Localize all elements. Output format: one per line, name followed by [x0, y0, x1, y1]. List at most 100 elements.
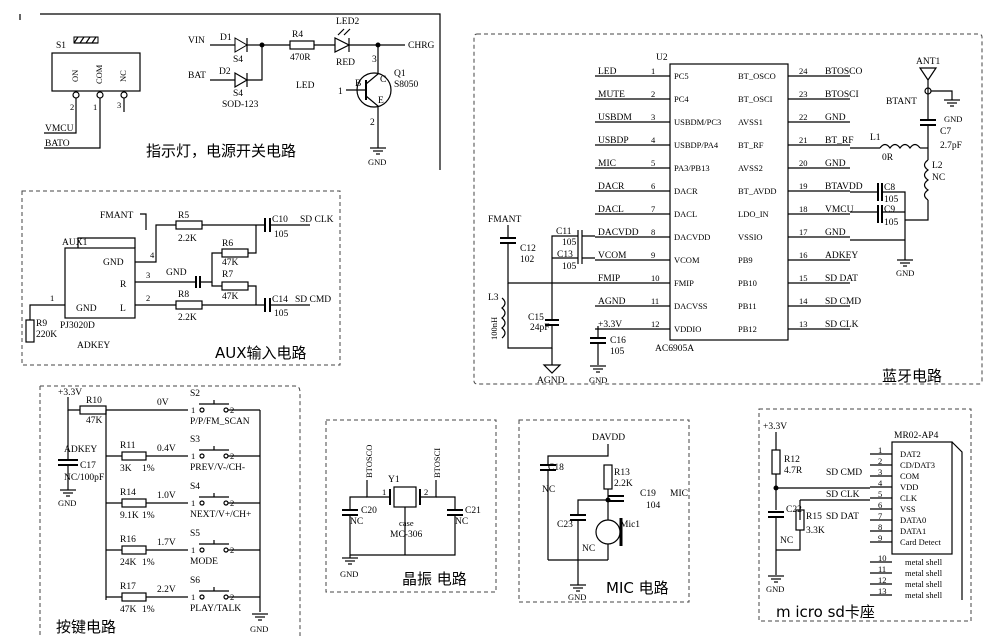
net-label: AGND: [598, 297, 626, 307]
switch-pin: 1: [191, 545, 195, 555]
net-label: LED: [598, 67, 617, 77]
svg-text:C12: C12: [520, 244, 536, 254]
svg-text:0R: 0R: [882, 153, 894, 163]
svg-text:105: 105: [562, 238, 577, 248]
pin-number: 1: [878, 445, 882, 455]
svg-text:GND: GND: [896, 268, 914, 278]
resistor-tolerance: 1%: [142, 464, 155, 474]
svg-text:+3.3V: +3.3V: [763, 422, 787, 432]
pin-name: PA3/PB13: [674, 163, 710, 173]
net-label: MUTE: [598, 90, 625, 100]
title-mic: MIC 电路: [606, 579, 669, 597]
resistor-ref: R11: [120, 441, 136, 451]
svg-text:L2: L2: [932, 161, 943, 171]
pin-number: 20: [799, 158, 808, 168]
svg-text:105: 105: [274, 230, 289, 240]
svg-text:GND: GND: [766, 584, 784, 594]
svg-text:R6: R6: [222, 239, 233, 249]
pin-name: USBDM/PC3: [674, 117, 721, 127]
svg-text:L3: L3: [488, 293, 499, 303]
svg-text:Mic1: Mic1: [620, 520, 640, 530]
title-power: 指示灯，电源开关电路: [146, 142, 296, 160]
switch-pin: 1: [191, 498, 195, 508]
svg-text:SD CLK: SD CLK: [300, 215, 334, 225]
svg-text:C22: C22: [786, 505, 802, 515]
pin-name: VDDIO: [674, 324, 701, 334]
svg-text:105: 105: [884, 218, 899, 228]
switch-pin: 2: [230, 405, 234, 415]
svg-text:CHRG: CHRG: [408, 41, 435, 51]
svg-text:100nH: 100nH: [489, 317, 499, 340]
net-label: DACL: [598, 205, 624, 215]
svg-text:105: 105: [562, 262, 577, 272]
net-label: SD CMD: [826, 468, 862, 478]
net-label: DACVDD: [598, 228, 639, 238]
svg-text:GND: GND: [103, 258, 124, 268]
svg-text:case: case: [399, 518, 414, 528]
net-label: VCOM: [598, 251, 627, 261]
svg-text:GND: GND: [58, 498, 76, 508]
svg-text:GND: GND: [589, 375, 607, 385]
pin-number: 21: [799, 135, 808, 145]
pin-name: PB9: [738, 255, 753, 265]
svg-text:AC6905A: AC6905A: [655, 344, 694, 354]
pin-number: 14: [799, 296, 808, 306]
key-voltage: 0.4V: [157, 444, 176, 454]
svg-text:470R: 470R: [290, 53, 311, 63]
pin-name: VDD: [900, 482, 918, 492]
svg-text:NC: NC: [932, 173, 945, 183]
switch-pin: 2: [230, 451, 234, 461]
net-label: FMIP: [598, 274, 620, 284]
switch-pin: 1: [191, 405, 195, 415]
pin-number: 15: [799, 273, 808, 283]
svg-text:C21: C21: [465, 506, 481, 516]
title-keys: 按键电路: [56, 618, 116, 636]
pin-number: 11: [651, 296, 659, 306]
svg-text:C9: C9: [884, 205, 895, 215]
pin-number: 4: [651, 135, 656, 145]
svg-text:C13: C13: [557, 250, 573, 260]
svg-text:RED: RED: [336, 58, 355, 68]
net-label: SD CMD: [825, 297, 861, 307]
svg-text:C11: C11: [556, 227, 572, 237]
svg-text:2.2K: 2.2K: [614, 479, 633, 489]
svg-text:DAVDD: DAVDD: [592, 433, 625, 443]
pin-number: 2: [878, 456, 882, 466]
switch-ref: S3: [190, 435, 200, 445]
pin-name: AVSS2: [738, 163, 763, 173]
svg-text:SOD-123: SOD-123: [222, 100, 259, 110]
resistor-ref: R16: [120, 535, 136, 545]
pin-name: DATA1: [900, 526, 926, 536]
net-label: USBDM: [598, 113, 632, 123]
svg-text:R: R: [120, 280, 127, 290]
pin-number: 13: [878, 586, 887, 596]
svg-text:NC: NC: [350, 517, 363, 527]
pin-name: BT_AVDD: [738, 186, 777, 196]
svg-text:C19: C19: [640, 489, 656, 499]
svg-text:LED: LED: [296, 81, 315, 91]
pin-number: 3: [878, 467, 882, 477]
pin-number: 8: [878, 522, 882, 532]
pin-number: 6: [651, 181, 655, 191]
svg-text:R13: R13: [614, 468, 630, 478]
svg-text:1: 1: [382, 487, 386, 497]
key-voltage: 0V: [157, 398, 169, 408]
key-function: PLAY/TALK: [190, 604, 241, 614]
svg-text:AUX1: AUX1: [62, 238, 88, 248]
pin-name: DACVDD: [674, 232, 710, 242]
svg-text:2: 2: [370, 118, 375, 128]
s1-com: COM: [94, 64, 104, 84]
pin-name: DATA0: [900, 515, 926, 525]
title-bluetooth: 蓝牙电路: [882, 367, 942, 385]
svg-text:BAT: BAT: [188, 71, 206, 81]
key-voltage: 2.2V: [157, 585, 176, 595]
net-label: USBDP: [598, 136, 629, 146]
svg-text:+3.3V: +3.3V: [58, 388, 82, 398]
svg-text:2: 2: [70, 102, 74, 112]
svg-text:Y1: Y1: [388, 475, 400, 485]
svg-text:4: 4: [150, 250, 155, 260]
net-label: BTOSCO: [825, 67, 862, 77]
pin-number: 6: [878, 500, 882, 510]
pin-name: PB10: [738, 278, 757, 288]
